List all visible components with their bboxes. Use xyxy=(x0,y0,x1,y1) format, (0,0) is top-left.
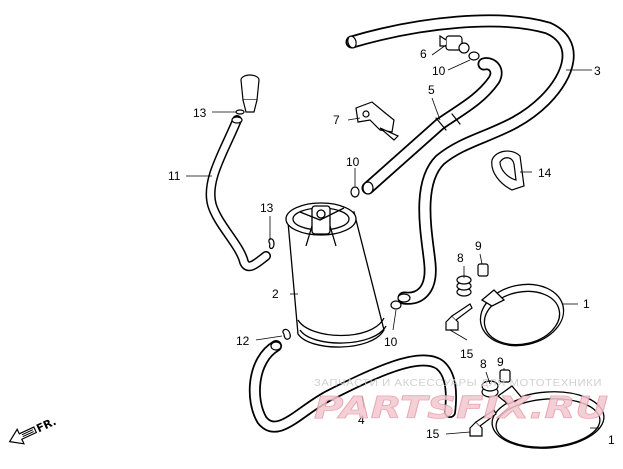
front-direction-arrow: FR. xyxy=(8,415,58,445)
callout-12: 12 xyxy=(236,334,250,348)
callout-13-mid: 13 xyxy=(260,201,274,215)
callout-11: 11 xyxy=(168,169,181,183)
callout-labels: 1 1 2 3 4 5 6 7 8 8 9 9 10 10 10 11 12 1… xyxy=(168,47,615,447)
callout-6: 6 xyxy=(420,47,427,61)
spring-8-lower xyxy=(481,380,499,398)
watermark-text: ЗАПЧАСТИ И АКСЕССУАРЫ ДЛЯ МОТОТЕХНИКИ xyxy=(314,378,602,389)
callout-10-mid: 10 xyxy=(346,155,360,169)
canister-2 xyxy=(285,202,387,348)
clip-10-top xyxy=(468,51,480,61)
hose-11 xyxy=(205,115,271,272)
hose-3 xyxy=(345,14,575,305)
callout-15-upper: 15 xyxy=(460,347,474,361)
callout-2: 2 xyxy=(272,287,279,301)
callout-15-lower: 15 xyxy=(426,427,440,441)
holder-14 xyxy=(491,150,525,191)
callout-7: 7 xyxy=(333,113,340,127)
callout-1-lower: 1 xyxy=(608,433,615,447)
bracket-7 xyxy=(355,101,400,141)
bolt-15-lower xyxy=(469,409,497,437)
leader-lines xyxy=(186,44,600,435)
collar-9-lower xyxy=(499,369,511,383)
callout-9-lower: 9 xyxy=(497,355,504,369)
watermark: PARTSFIX.RU ЗАПЧАСТИ И АКСЕССУАРЫ ДЛЯ МО… xyxy=(314,378,609,426)
callout-8-lower: 8 xyxy=(480,357,487,371)
callout-5: 5 xyxy=(428,83,435,97)
clip-13-mid xyxy=(268,238,275,250)
callout-8-upper: 8 xyxy=(457,251,464,265)
clamp-band-1-upper xyxy=(479,283,565,347)
front-label: FR. xyxy=(34,415,58,435)
callout-1-upper: 1 xyxy=(583,297,590,311)
callout-13-top: 13 xyxy=(193,106,207,120)
clamp-band-1-lower xyxy=(491,385,605,449)
fitting-13-top xyxy=(235,74,260,115)
callout-4: 4 xyxy=(358,413,365,427)
callout-10-low: 10 xyxy=(384,335,398,349)
watermark-logo: PARTSFIX.RU xyxy=(314,391,608,426)
collar-9-upper xyxy=(477,263,489,277)
joint-6 xyxy=(439,34,470,54)
callout-9-upper: 9 xyxy=(475,239,482,253)
bolt-15-upper xyxy=(445,303,473,331)
clip-12 xyxy=(282,328,291,340)
callout-10-top: 10 xyxy=(432,64,446,78)
clip-10-low xyxy=(390,300,402,310)
hose-5 xyxy=(361,57,503,195)
callout-3: 3 xyxy=(594,64,601,78)
spring-8-upper xyxy=(456,275,472,297)
callout-14: 14 xyxy=(538,166,552,180)
clip-10-mid xyxy=(350,186,360,198)
hose-4 xyxy=(248,340,457,433)
